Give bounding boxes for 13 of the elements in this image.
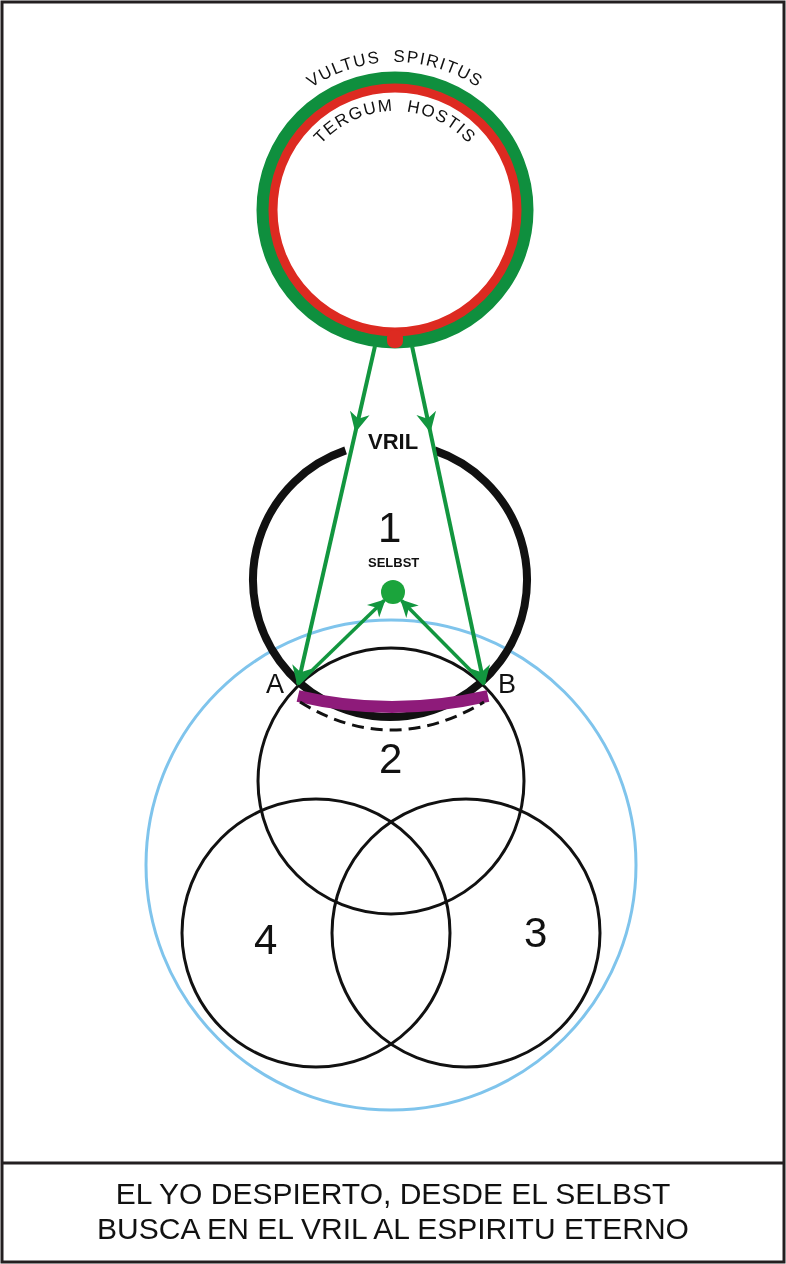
region-number: 2: [379, 738, 403, 780]
region-number: 4: [254, 919, 278, 961]
arrow: [296, 599, 386, 686]
region-number: 1: [378, 507, 402, 549]
point-label: B: [497, 670, 516, 698]
circle-title: VRIL: [368, 431, 419, 453]
point-label: A: [266, 670, 285, 698]
caption: EL YO DESPIERTO, DESDE EL SELBST BUSCA EN EL VRIL AL ESPIRITU ETERNO: [96, 1176, 690, 1246]
arrow: [410, 345, 490, 686]
region-number: 3: [524, 912, 548, 954]
arrow: [292, 345, 377, 686]
arrow: [400, 599, 486, 686]
point-label: SELBST: [368, 556, 420, 569]
